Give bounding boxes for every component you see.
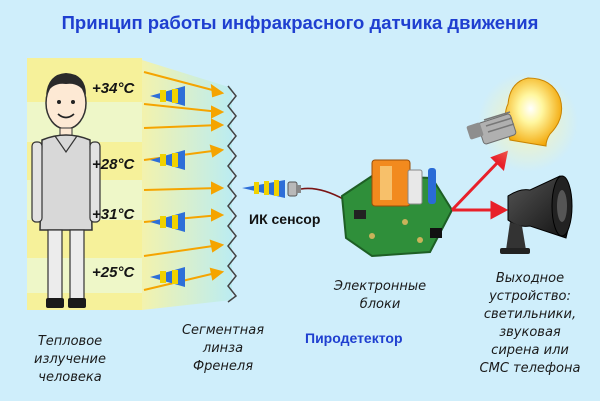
- ir-sensor-icon: [287, 181, 301, 197]
- temp-label-4: +25°C: [92, 264, 135, 281]
- lens-segment-markers: [150, 86, 185, 287]
- human-figure: [31, 73, 101, 308]
- siren-horn-icon: [500, 175, 573, 254]
- pyrodetector-label: Пиродетектор: [305, 330, 403, 346]
- electronic-board: [340, 159, 454, 258]
- fresnel-lens-caption: Сегментная линза Френеля: [181, 323, 265, 374]
- light-bulb-icon: [466, 72, 578, 172]
- output-arrows: [450, 150, 509, 220]
- sensor-wire: [300, 187, 346, 201]
- temp-label-1: +34°C: [92, 80, 135, 97]
- electronic-blocks-caption: Электронные блоки: [333, 279, 427, 312]
- heat-radiation-caption: Тепловое излучение человека: [34, 334, 106, 385]
- ir-sensor-label: ИК сенсор: [249, 211, 321, 227]
- diagram-title: Принцип работы инфракрасного датчика дви…: [61, 12, 539, 33]
- focused-beam: [242, 180, 285, 198]
- output-device-caption: Выходное устройство: светильники, звуков…: [479, 271, 581, 376]
- temp-label-2: +28°C: [92, 156, 135, 173]
- temp-label-3: +31°C: [92, 206, 135, 223]
- fresnel-lens: [227, 85, 238, 303]
